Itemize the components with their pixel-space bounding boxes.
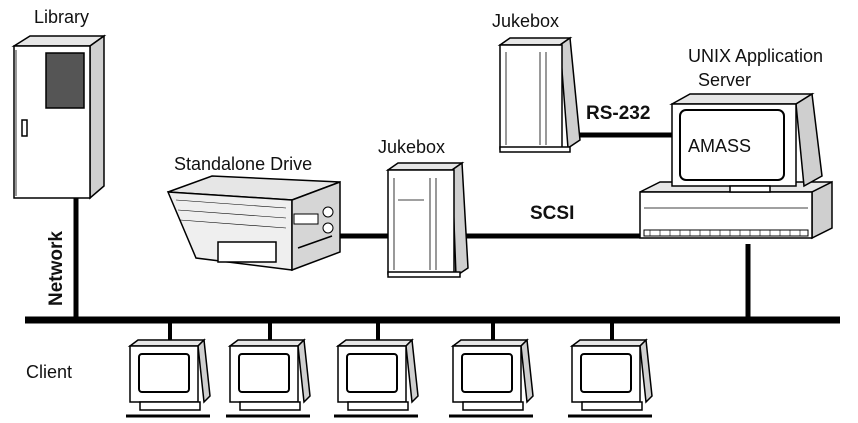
unix-server-label-line1: UNIX Application (688, 46, 823, 66)
jukebox-icon (497, 36, 581, 153)
scsi-label: SCSI (530, 203, 574, 224)
client-monitor-5 (568, 338, 653, 418)
client-monitor-3 (334, 338, 419, 418)
client-monitor-4 (449, 338, 534, 418)
standalone-drive-label: Standalone Drive (174, 154, 312, 174)
monitor-icon (449, 338, 534, 418)
client-monitor-2 (226, 338, 311, 418)
workstation-icon (639, 92, 833, 240)
rs232-label: RS-232 (586, 103, 650, 124)
network-label: Network (46, 231, 67, 306)
unix-server-label-line2: Server (698, 70, 751, 90)
monitor-icon (568, 338, 653, 418)
drive-icon (166, 175, 341, 272)
library-label: Library (34, 7, 89, 27)
library-cabinet-icon (11, 34, 107, 200)
jukebox-top-label: Jukebox (492, 11, 559, 31)
amass-label: AMASS (688, 136, 751, 156)
monitor-icon (126, 338, 211, 418)
client-monitor-1 (126, 338, 211, 418)
monitor-icon (334, 338, 419, 418)
monitor-icon (226, 338, 311, 418)
client-label: Client (26, 362, 72, 382)
connections (25, 132, 840, 350)
jukebox-mid-label: Jukebox (378, 137, 445, 157)
jukebox-icon (385, 161, 469, 278)
